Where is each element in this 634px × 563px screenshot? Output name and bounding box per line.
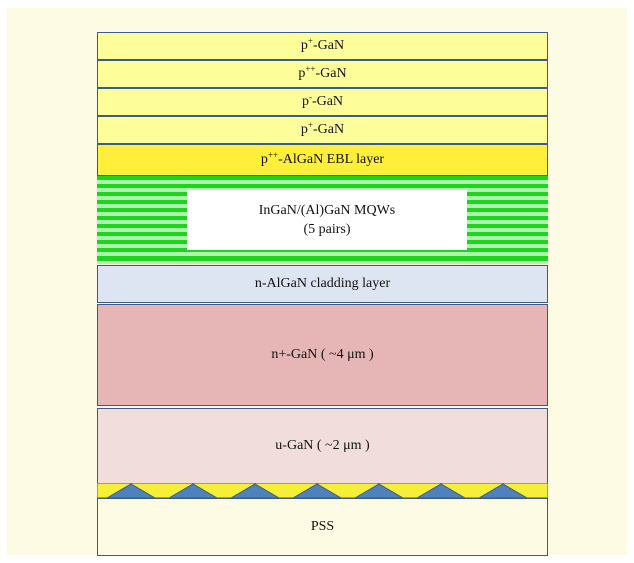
layer-p-gan-3-label: p--GaN [301,92,344,110]
layer-ebl: p++-AlGaN EBL layer [97,144,548,176]
layer-p-gan-2-label: p++-GaN [298,64,347,82]
layer-p-gan-1-label: p+-GaN [300,36,345,54]
layer-p-gan-3: p--GaN [97,88,548,116]
mqw-label-box: InGaN/(Al)GaN MQWs (5 pairs) [187,190,467,250]
layer-p-gan-1: p+-GaN [97,32,548,60]
layer-p-gan-4-label: p+-GaN [300,120,345,138]
layer-u-gan: u-GaN ( ~2 μm ) [97,408,548,484]
layer-cladding-label: n-AlGaN cladding layer [254,276,391,291]
layer-p-gan-2: p++-GaN [97,60,548,88]
led-layer-stack: p+-GaN p++-GaN p--GaN p+-GaN p++-AlGaN E… [97,32,548,556]
mqw-label-line1: InGaN/(Al)GaN MQWs [258,203,396,218]
layer-p-gan-4: p+-GaN [97,116,548,144]
layer-cladding: n-AlGaN cladding layer [97,265,548,303]
mqw-label-line2: (5 pairs) [303,222,351,237]
layer-ebl-label: p++-AlGaN EBL layer [260,150,385,168]
layer-n-plus-gan-label: n+-GaN ( ~4 μm ) [271,347,374,362]
layer-n-plus-gan: n+-GaN ( ~4 μm ) [97,304,548,406]
layer-u-gan-label: u-GaN ( ~2 μm ) [275,438,370,453]
layer-pss-label: PSS [310,519,335,534]
pss-pattern [97,483,548,498]
layer-pss: PSS [97,498,548,556]
